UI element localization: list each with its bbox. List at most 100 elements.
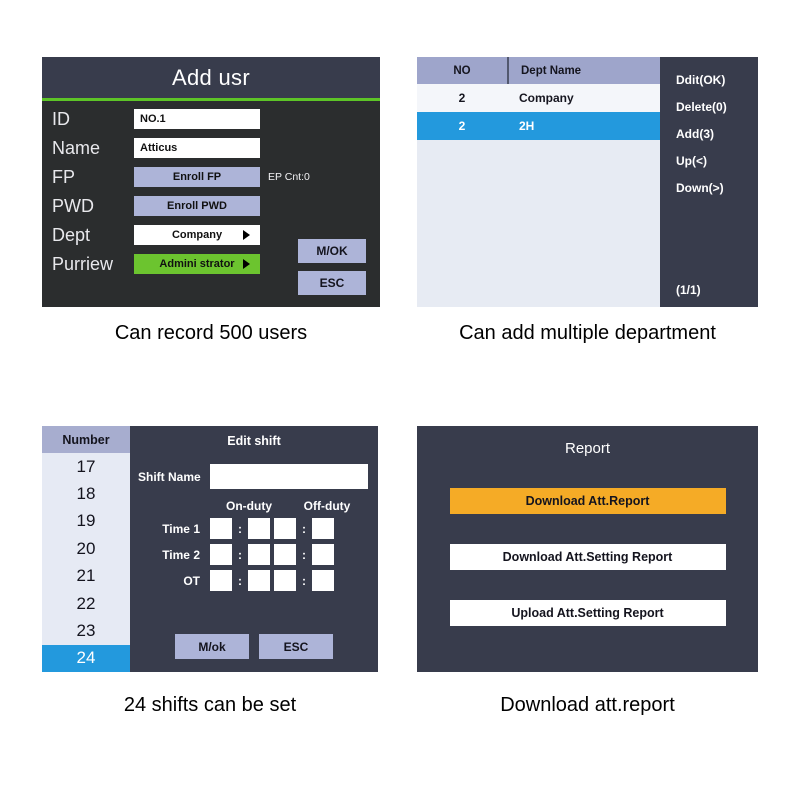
menu-item-add[interactable]: Add(3) xyxy=(676,127,714,141)
caption-add-user: Can record 500 users xyxy=(114,322,308,344)
off-duty-minute-input[interactable] xyxy=(312,570,334,591)
header-on-duty: On-duty xyxy=(226,499,272,513)
caret-right-icon xyxy=(243,258,250,269)
colon-separator: : xyxy=(302,547,306,562)
on-duty-hour-input[interactable] xyxy=(210,544,232,565)
time-row-2: Time 2 : : xyxy=(130,544,378,565)
dept-select-value: Company xyxy=(171,228,223,241)
panel-edit-shift: Number 17 18 19 20 21 22 23 24 Edit shif… xyxy=(42,426,378,672)
add-user-title: Add usr xyxy=(42,57,380,98)
add-user-form: ID NO.1 Name Atticus FP Enroll FP EP Cnt… xyxy=(42,101,380,307)
menu-item-up[interactable]: Up(<) xyxy=(676,154,707,168)
download-att-report-button[interactable]: Download Att.Report xyxy=(449,488,726,514)
upload-att-setting-report-button[interactable]: Upload Att.Setting Report xyxy=(449,600,726,626)
on-duty-hour-input[interactable] xyxy=(210,518,232,539)
enroll-fp-button[interactable]: Enroll FP xyxy=(134,166,260,187)
department-table: NO Dept Name 2 Company 2 2H xyxy=(417,57,660,307)
cell-dept-name: Company xyxy=(519,91,574,105)
menu-item-edit[interactable]: Ddit(OK) xyxy=(676,73,726,87)
esc-button[interactable]: ESC xyxy=(298,271,366,295)
panel-add-user: Add usr ID NO.1 Name Atticus FP Enroll F… xyxy=(42,57,380,307)
list-item[interactable]: 20 xyxy=(42,535,130,563)
time-row-ot: OT : : xyxy=(130,570,378,591)
shift-number-list: Number 17 18 19 20 21 22 23 24 xyxy=(42,426,130,672)
duty-headers: On-duty Off-duty xyxy=(130,499,378,513)
table-row-selected[interactable]: 2 2H xyxy=(417,112,660,140)
off-duty-hour-input[interactable] xyxy=(274,570,296,591)
caption-department: Can add multiple department xyxy=(459,322,716,344)
list-item[interactable]: 21 xyxy=(42,562,130,590)
purriew-select[interactable]: Admini strator xyxy=(134,253,260,274)
edit-shift-actions: M/ok ESC xyxy=(130,634,378,659)
form-row-pwd: PWD Enroll PWD xyxy=(42,192,380,219)
input-id[interactable]: NO.1 xyxy=(134,108,260,129)
shift-name-input[interactable] xyxy=(210,464,368,489)
spacer xyxy=(417,514,758,544)
table-row[interactable]: 2 Company xyxy=(417,84,660,112)
on-duty-minute-input[interactable] xyxy=(248,544,270,565)
label-fp: FP xyxy=(52,166,76,187)
list-item-selected[interactable]: 24 xyxy=(42,644,130,672)
list-item[interactable]: 18 xyxy=(42,480,130,508)
spacer xyxy=(138,499,210,513)
edit-shift-form: Edit shift Shift Name On-duty Off-duty T… xyxy=(130,426,378,672)
label-id: ID xyxy=(52,108,70,129)
cell-dept-name: 2H xyxy=(519,119,535,133)
spacer xyxy=(417,570,758,600)
on-duty-minute-input[interactable] xyxy=(248,518,270,539)
label-pwd: PWD xyxy=(52,195,94,216)
label-shift-name: Shift Name xyxy=(138,469,201,484)
download-att-setting-report-button[interactable]: Download Att.Setting Report xyxy=(449,544,726,570)
label-time-1: Time 1 xyxy=(162,521,200,536)
form-row-purriew: Purriew Admini strator xyxy=(42,250,380,277)
input-name[interactable]: Atticus xyxy=(134,137,260,158)
column-header-no: NO xyxy=(417,57,509,84)
department-menu: Ddit(OK) Delete(0) Add(3) Up(<) Down(>) … xyxy=(660,57,758,307)
list-item[interactable]: 23 xyxy=(42,617,130,645)
purriew-select-value: Admini strator xyxy=(159,257,235,270)
caption-shift: 24 shifts can be set xyxy=(123,694,297,716)
number-column-header: Number xyxy=(42,426,130,453)
list-item[interactable]: 19 xyxy=(42,507,130,536)
menu-item-delete[interactable]: Delete(0) xyxy=(676,100,727,114)
form-row-fp: FP Enroll FP EP Cnt:0 xyxy=(42,163,380,190)
page-indicator: (1/1) xyxy=(676,283,701,297)
colon-separator: : xyxy=(238,547,242,562)
on-duty-minute-input[interactable] xyxy=(248,570,270,591)
report-title: Report xyxy=(564,440,611,457)
form-row-id: ID NO.1 xyxy=(42,105,380,132)
enroll-pwd-button[interactable]: Enroll PWD xyxy=(134,195,260,216)
colon-separator: : xyxy=(302,521,306,536)
panel-department-list: NO Dept Name 2 Company 2 2H Ddit(OK) Del… xyxy=(417,57,758,307)
list-item[interactable]: 22 xyxy=(42,589,130,618)
mok-button[interactable]: M/ok xyxy=(175,634,249,659)
off-duty-hour-input[interactable] xyxy=(274,518,296,539)
colon-separator: : xyxy=(238,573,242,588)
off-duty-minute-input[interactable] xyxy=(312,544,334,565)
green-divider xyxy=(42,98,380,101)
dept-select[interactable]: Company xyxy=(134,224,260,245)
cell-no: 2 xyxy=(458,91,466,105)
colon-separator: : xyxy=(302,573,306,588)
on-duty-hour-input[interactable] xyxy=(210,570,232,591)
form-row-dept: Dept Company xyxy=(42,221,380,248)
menu-item-down[interactable]: Down(>) xyxy=(676,181,724,195)
add-user-actions: M/OK ESC xyxy=(298,231,366,295)
off-duty-hour-input[interactable] xyxy=(274,544,296,565)
header-off-duty: Off-duty xyxy=(303,499,351,513)
cell-no: 2 xyxy=(458,119,466,133)
mok-button[interactable]: M/OK xyxy=(298,239,366,263)
panel-report: Report Download Att.Report Download Att.… xyxy=(417,426,758,672)
shift-name-row: Shift Name xyxy=(130,464,378,489)
time-row-1: Time 1 : : xyxy=(130,518,378,539)
form-row-name: Name Atticus xyxy=(42,134,380,161)
spacer xyxy=(417,457,758,488)
label-name: Name xyxy=(52,137,101,158)
off-duty-minute-input[interactable] xyxy=(312,518,334,539)
esc-button[interactable]: ESC xyxy=(259,634,333,659)
table-header-row: NO Dept Name xyxy=(417,57,660,84)
fp-count-text: EP Cnt:0 xyxy=(268,170,310,183)
label-time-2: Time 2 xyxy=(162,547,200,562)
list-item[interactable]: 17 xyxy=(42,453,130,481)
